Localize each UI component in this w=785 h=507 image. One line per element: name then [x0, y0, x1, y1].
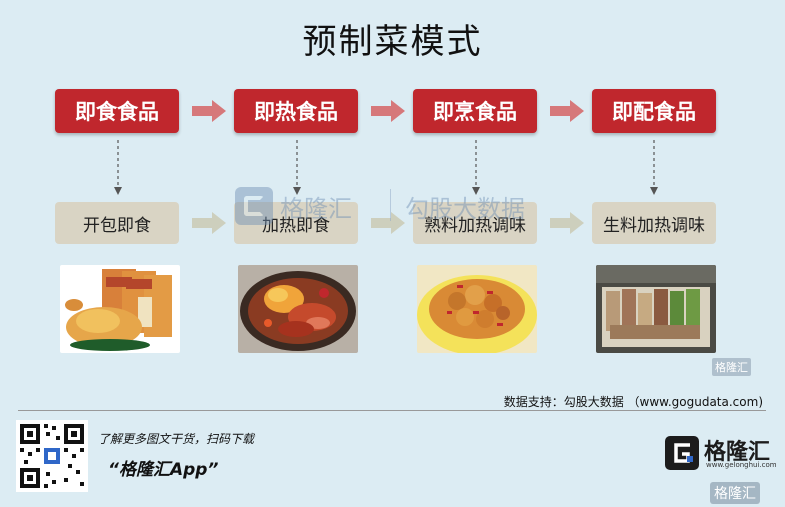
dashed-arrow-down-icon — [650, 140, 658, 195]
arrow-right-icon — [192, 100, 226, 122]
promo-text: 了解更多图文干货，扫码下载 — [98, 432, 255, 446]
arrow-right-icon — [192, 212, 226, 234]
food-photo-fried-chicken — [417, 265, 537, 353]
divider-line — [18, 410, 766, 411]
dashed-arrow-down-icon — [472, 140, 480, 195]
dashed-arrow-down-icon — [114, 140, 122, 195]
diagram-title: 预制菜模式 — [302, 22, 483, 62]
dashed-arrow-down-icon — [293, 140, 301, 195]
category-box-instant-cook: 即烹食品 — [413, 89, 537, 133]
method-box-cooked-season: 熟料加热调味 — [413, 202, 537, 244]
corner-watermark: 格隆汇 — [710, 482, 760, 504]
app-name: “格隆汇App” — [108, 460, 219, 480]
method-box-open-eat: 开包即食 — [55, 202, 179, 244]
small-watermark: 格隆汇 — [712, 358, 751, 376]
arrow-right-icon — [371, 212, 405, 234]
method-box-raw-season: 生料加热调味 — [592, 202, 716, 244]
food-photo-braised-dish — [238, 265, 358, 353]
qr-code-icon[interactable] — [16, 420, 88, 492]
arrow-right-icon — [550, 212, 584, 234]
category-box-instant-prep: 即配食品 — [592, 89, 716, 133]
method-box-heat-eat: 加热即食 — [234, 202, 358, 244]
brand-url: www.gelonghui.com — [706, 461, 777, 469]
arrow-right-icon — [371, 100, 405, 122]
category-box-instant-heat: 即热食品 — [234, 89, 358, 133]
brand-name: 格隆汇 — [704, 440, 771, 465]
category-box-instant-eat: 即食食品 — [55, 89, 179, 133]
footer — [0, 412, 785, 507]
source-note: 数据支持：勾股大数据 （www.gogudata.com) — [503, 395, 763, 409]
brand-logo-icon — [665, 436, 699, 470]
food-photo-raw-skewers — [596, 265, 716, 353]
arrow-right-icon — [550, 100, 584, 122]
food-photo-roast-chicken — [60, 265, 180, 353]
